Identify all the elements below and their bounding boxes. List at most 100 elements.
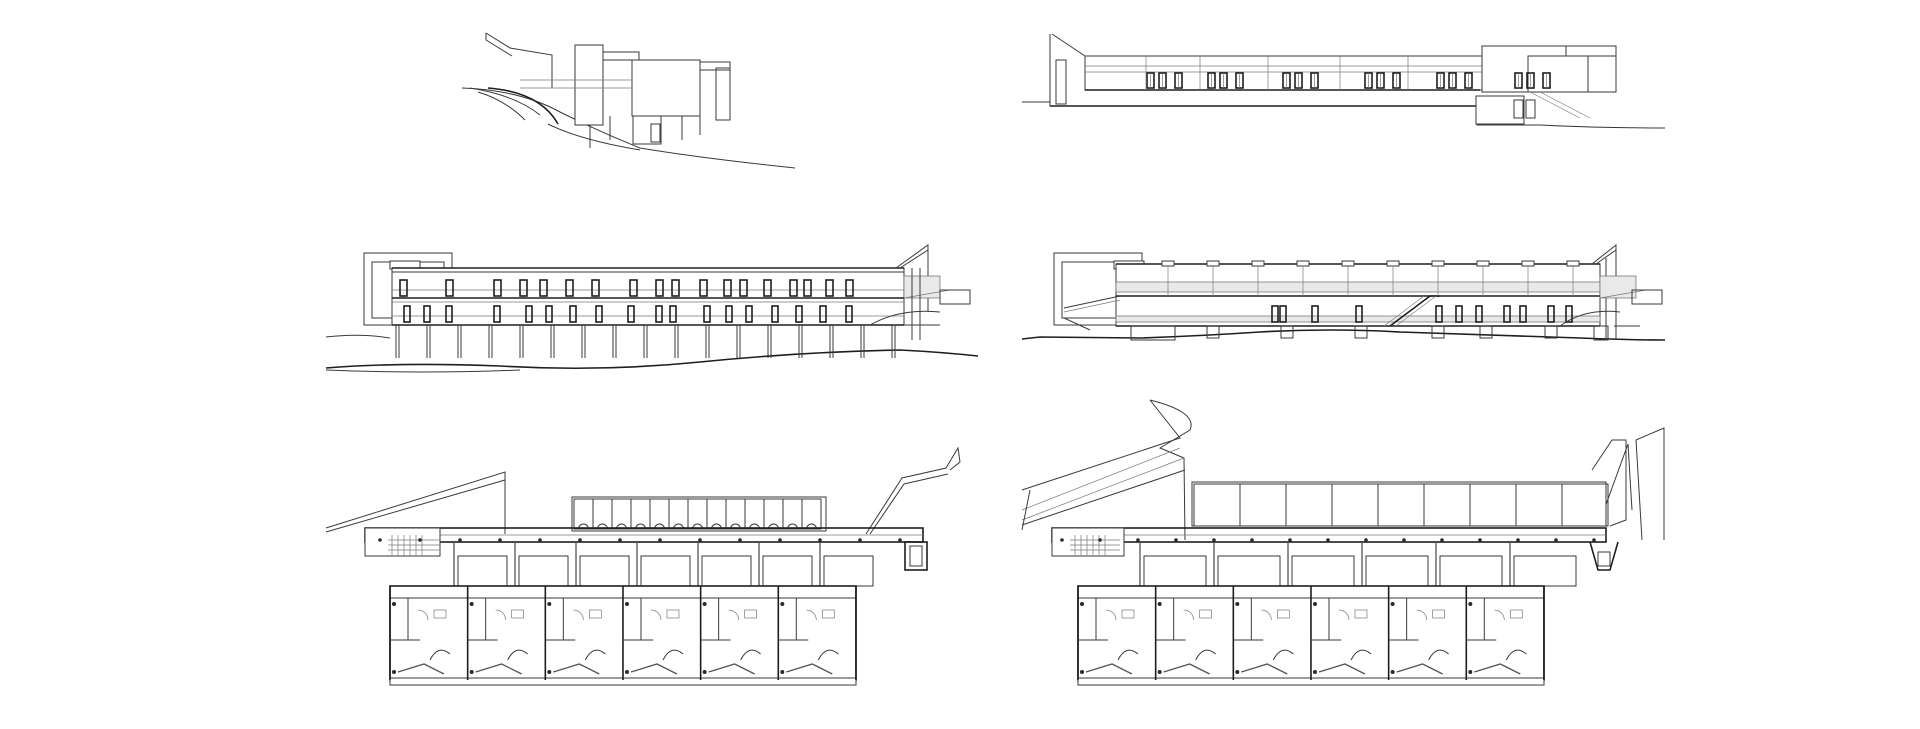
- column: [469, 670, 474, 674]
- window: [595, 305, 603, 323]
- door-swing: [1338, 609, 1350, 621]
- facade-fold: [1318, 663, 1366, 675]
- section-top-right: [1022, 33, 1666, 129]
- beam-end: [1251, 260, 1265, 267]
- fixture: [1276, 609, 1290, 619]
- column: [1312, 602, 1317, 606]
- column: [858, 538, 862, 542]
- column: [818, 538, 822, 542]
- column: [1235, 670, 1240, 674]
- column: [458, 538, 462, 542]
- upper-plan-room-rows: [1139, 542, 1577, 587]
- door-swing: [650, 609, 662, 621]
- window: [445, 305, 453, 323]
- section-top-right-windows: [1146, 72, 1551, 89]
- side-elevation: [461, 32, 796, 169]
- window: [655, 279, 664, 297]
- facade-fold: [1474, 663, 1521, 675]
- column: [1402, 538, 1406, 542]
- fixture: [1199, 609, 1213, 619]
- upper-plan-columns: [1060, 538, 1596, 542]
- fixture: [511, 609, 525, 619]
- curved-partition: [1117, 649, 1139, 661]
- column: [1390, 602, 1395, 606]
- window: [845, 305, 853, 323]
- beam-end: [1386, 260, 1400, 267]
- facade-fold: [553, 663, 600, 675]
- door-swing: [495, 609, 507, 621]
- window: [399, 279, 408, 297]
- column: [1157, 670, 1162, 674]
- curved-partition: [740, 649, 761, 661]
- facade-fold: [708, 663, 755, 675]
- corridor-alcove: [1513, 555, 1577, 587]
- window: [1435, 305, 1443, 323]
- column: [658, 538, 662, 542]
- door-swing: [728, 609, 739, 621]
- door-swing: [1416, 609, 1427, 621]
- corridor-alcove: [457, 555, 508, 587]
- door-swing: [1105, 609, 1117, 621]
- window: [771, 305, 779, 323]
- facade-fold: [786, 663, 833, 675]
- fixture: [1509, 609, 1523, 619]
- section-middle-right: [1021, 243, 1666, 341]
- facade-fold: [1163, 663, 1210, 675]
- column: [392, 602, 396, 606]
- lower-floor-plan: [325, 446, 961, 686]
- curved-partition: [1272, 649, 1294, 661]
- column: [1468, 670, 1473, 674]
- window: [519, 279, 528, 297]
- column: [1250, 538, 1254, 542]
- fixture: [744, 609, 757, 619]
- beam-end: [1566, 260, 1580, 267]
- upper-plan-glazing-bays: [1193, 483, 1609, 527]
- door-swing: [1494, 609, 1505, 621]
- corridor-alcove: [1365, 555, 1429, 587]
- corridor-alcove: [518, 555, 569, 587]
- beam-end: [1521, 260, 1535, 267]
- fixture: [666, 609, 680, 619]
- window: [825, 279, 834, 297]
- window: [795, 305, 803, 323]
- door-swing: [417, 609, 429, 621]
- corridor-alcove: [762, 555, 813, 587]
- corridor-alcove: [1217, 555, 1281, 587]
- door-swing: [1261, 609, 1272, 621]
- window: [539, 279, 548, 297]
- curved-partition: [817, 649, 839, 661]
- column: [1364, 538, 1368, 542]
- column: [578, 538, 582, 542]
- facade-fold: [1241, 663, 1288, 675]
- column: [469, 602, 474, 606]
- column: [618, 538, 622, 542]
- window: [445, 279, 454, 297]
- beam-end: [1341, 260, 1355, 267]
- column: [1516, 538, 1520, 542]
- facade-fold: [397, 663, 445, 675]
- column: [624, 602, 629, 606]
- window: [803, 279, 812, 297]
- window: [819, 305, 827, 323]
- window: [493, 279, 502, 297]
- column: [392, 670, 396, 674]
- front-elevation-upper-windows: [399, 279, 854, 297]
- fixture: [1354, 609, 1368, 619]
- window: [671, 279, 680, 297]
- window: [525, 305, 533, 323]
- glazing-bay: [1561, 483, 1609, 527]
- curved-partition: [429, 649, 451, 661]
- beam-end: [1431, 260, 1445, 267]
- facade-fold: [630, 663, 678, 675]
- section-middle-right-windows: [1271, 305, 1573, 323]
- glazing-bay: [801, 498, 822, 530]
- column: [1212, 538, 1216, 542]
- column: [1554, 538, 1558, 542]
- door-swing: [806, 609, 817, 621]
- curved-partition: [1350, 649, 1372, 661]
- facade-fold: [475, 663, 522, 675]
- window: [1519, 305, 1527, 323]
- column: [1080, 602, 1084, 606]
- curved-partition: [1195, 649, 1216, 661]
